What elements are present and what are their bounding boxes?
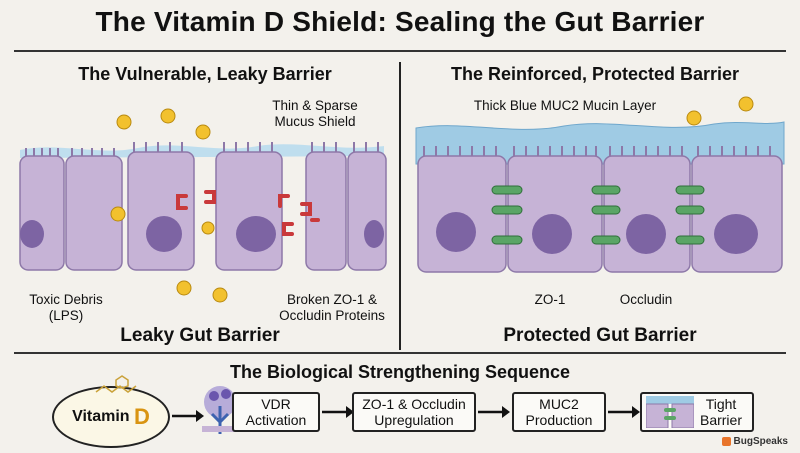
broken-junction [176, 190, 320, 236]
page-title: The Vitamin D Shield: Sealing the Gut Ba… [95, 6, 705, 37]
vitamin-d-node: Vitamin D [52, 386, 170, 448]
broken-proteins-label: Broken ZO-1 & Occludin Proteins [279, 292, 385, 323]
toxic-debris-label: Toxic Debris (LPS) [29, 292, 103, 323]
occludin-label: Occludin [619, 292, 673, 307]
panel-divider [399, 62, 401, 350]
arrow-icon [172, 410, 204, 422]
protected-barrier-illustration [415, 96, 785, 273]
leaky-barrier-illustration [19, 108, 387, 303]
protected-panel-heading: The Reinforced, Protected Barrier [450, 64, 740, 84]
arrow-icon [608, 406, 640, 418]
brand-icon [721, 437, 731, 446]
tight-junction [491, 185, 705, 245]
vitamin-label: Vitamin [72, 408, 130, 425]
protected-gut-caption: Protected Gut Barrier [503, 325, 697, 346]
zo1-label: ZO-1 [534, 292, 566, 307]
arrow-icon [478, 406, 510, 418]
leaky-cell [19, 155, 65, 271]
title-divider [14, 50, 786, 52]
leaky-gut-caption: Leaky Gut Barrier [120, 325, 280, 346]
molecule-icon [95, 375, 137, 393]
protected-cell [417, 155, 507, 273]
thin-mucus-label: Thin & Sparse Mucus Shield [272, 98, 358, 129]
toxin-particle [686, 96, 754, 126]
leaky-cell [127, 151, 195, 271]
microvilli [423, 146, 771, 156]
protected-cell [507, 155, 603, 273]
tight-barrier-icon [646, 396, 694, 428]
thin-mucus-layer [20, 144, 384, 158]
protected-cell [691, 155, 783, 273]
toxin-particle [110, 108, 228, 303]
vdr-receptor-icon [202, 386, 238, 434]
brand-logo: BugSpeaks [721, 436, 788, 447]
leaky-cell [215, 151, 283, 271]
leaky-cell [305, 151, 347, 271]
leaky-panel-heading: The Vulnerable, Leaky Barrier [78, 64, 332, 84]
sequence-heading: The Biological Strengthening Sequence [229, 362, 571, 382]
vitamin-letter: D [134, 404, 150, 429]
leaky-cell [347, 151, 387, 271]
thick-mucus-layer [415, 121, 785, 165]
sequence-divider [14, 352, 786, 354]
arrow-icon [322, 406, 354, 418]
microvilli [25, 142, 379, 156]
thick-mucus-label: Thick Blue MUC2 Mucin Layer [473, 98, 657, 113]
